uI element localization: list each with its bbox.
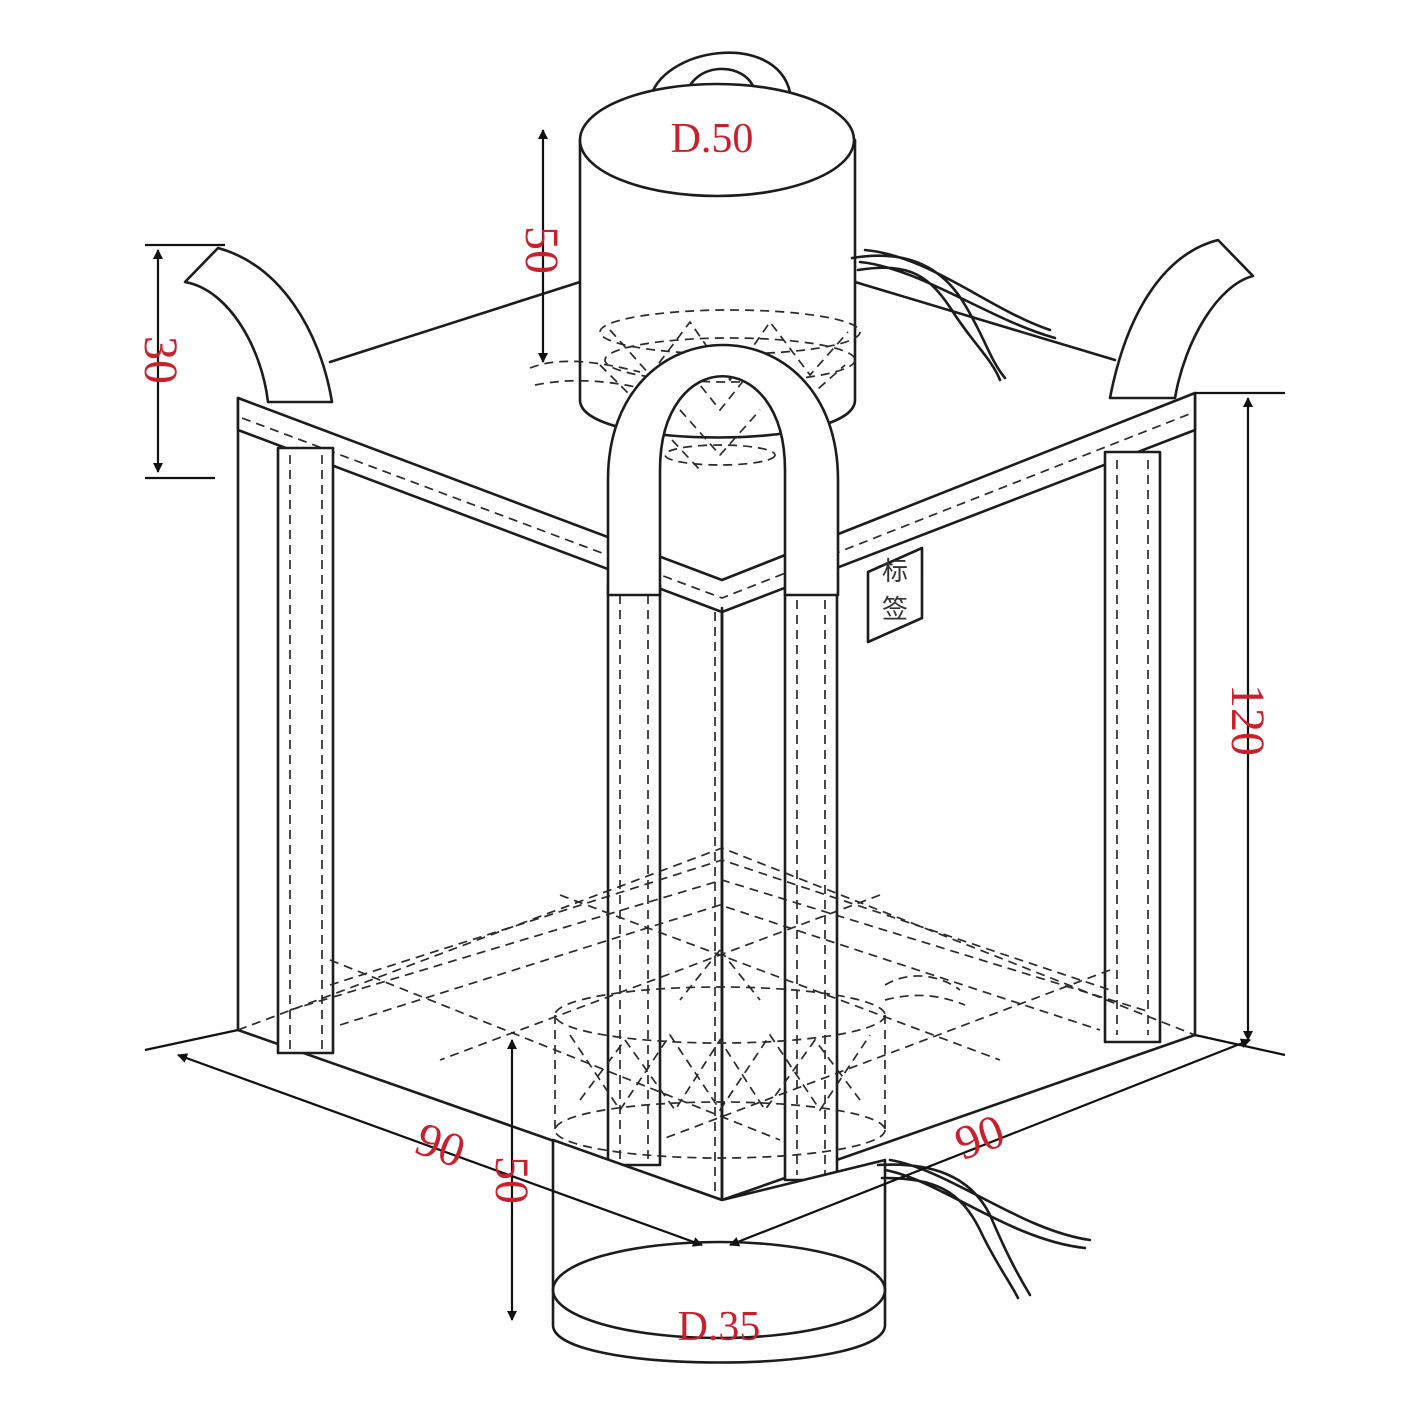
left-lifting-loop <box>183 246 334 404</box>
bottom-spout-tie-rope <box>876 1158 1092 1300</box>
top-spout-diameter-label: D.50 <box>671 116 754 162</box>
top-spout-height-label: 50 <box>515 226 568 274</box>
vertical-belts <box>276 446 1162 1202</box>
tag-char-1: 标 <box>882 557 908 587</box>
dimension-lines <box>144 129 1286 1321</box>
bottom-spout-diameter-label: D.35 <box>678 1304 761 1350</box>
bottom-spout-height-label: 50 <box>485 1156 538 1204</box>
front-lifting-loop <box>606 343 840 597</box>
bag-height-label: 120 <box>1221 684 1274 756</box>
label-tag: 标 签 <box>866 546 924 644</box>
bag-width-left-label: 90 <box>409 1112 472 1178</box>
right-lifting-loop <box>1108 238 1255 400</box>
loop-height-label: 30 <box>134 336 187 384</box>
tag-char-2: 签 <box>882 595 908 625</box>
top-edge-band <box>236 391 1197 614</box>
top-filling-spout <box>529 82 861 439</box>
top-spout-tie-rope <box>850 248 1057 382</box>
bag-body <box>236 393 1197 1202</box>
